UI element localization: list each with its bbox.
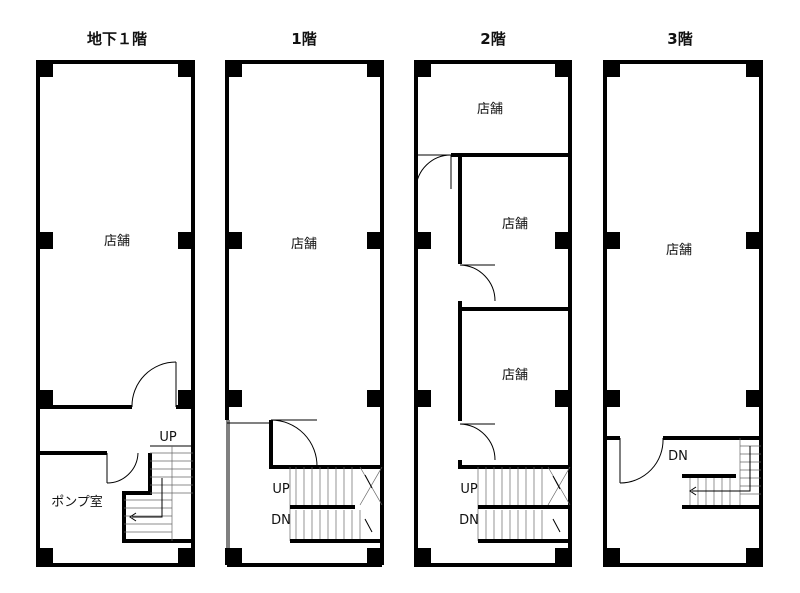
floor-plan-3f: 店舗 DN (603, 60, 763, 567)
room-label-b1-pump: ポンプ室 (51, 494, 103, 510)
stair-label-2f-up: UP (460, 482, 478, 497)
stair-label-2f-dn: DN (459, 513, 479, 528)
floor-title-3f: 3階 (667, 30, 692, 48)
room-label-2f-shop-middle: 店舗 (502, 217, 528, 232)
floor-plan-2f: 店舗 店舗 店舗 UP DN (414, 60, 572, 567)
room-label-2f-shop-bottom: 店舗 (502, 368, 528, 383)
floor-plan-1f: 店舗 UP DN (225, 60, 384, 567)
stair-label-1f-up: UP (272, 482, 290, 497)
room-label-2f-shop-top: 店舗 (477, 102, 503, 117)
room-label-3f-shop: 店舗 (666, 243, 692, 258)
stair-label-3f-dn: DN (668, 449, 688, 464)
room-label-b1-shop: 店舗 (104, 234, 130, 249)
floor-title-b1: 地下１階 (87, 30, 147, 48)
stair-label-1f-dn: DN (271, 513, 291, 528)
room-label-1f-shop: 店舗 (291, 237, 317, 252)
floor-title-1f: 1階 (291, 30, 316, 48)
floor-plan-b1: 店舗 ポンプ室 UP (36, 60, 195, 567)
floor-title-2f: 2階 (480, 30, 505, 48)
stair-label-b1-up: UP (159, 430, 177, 445)
